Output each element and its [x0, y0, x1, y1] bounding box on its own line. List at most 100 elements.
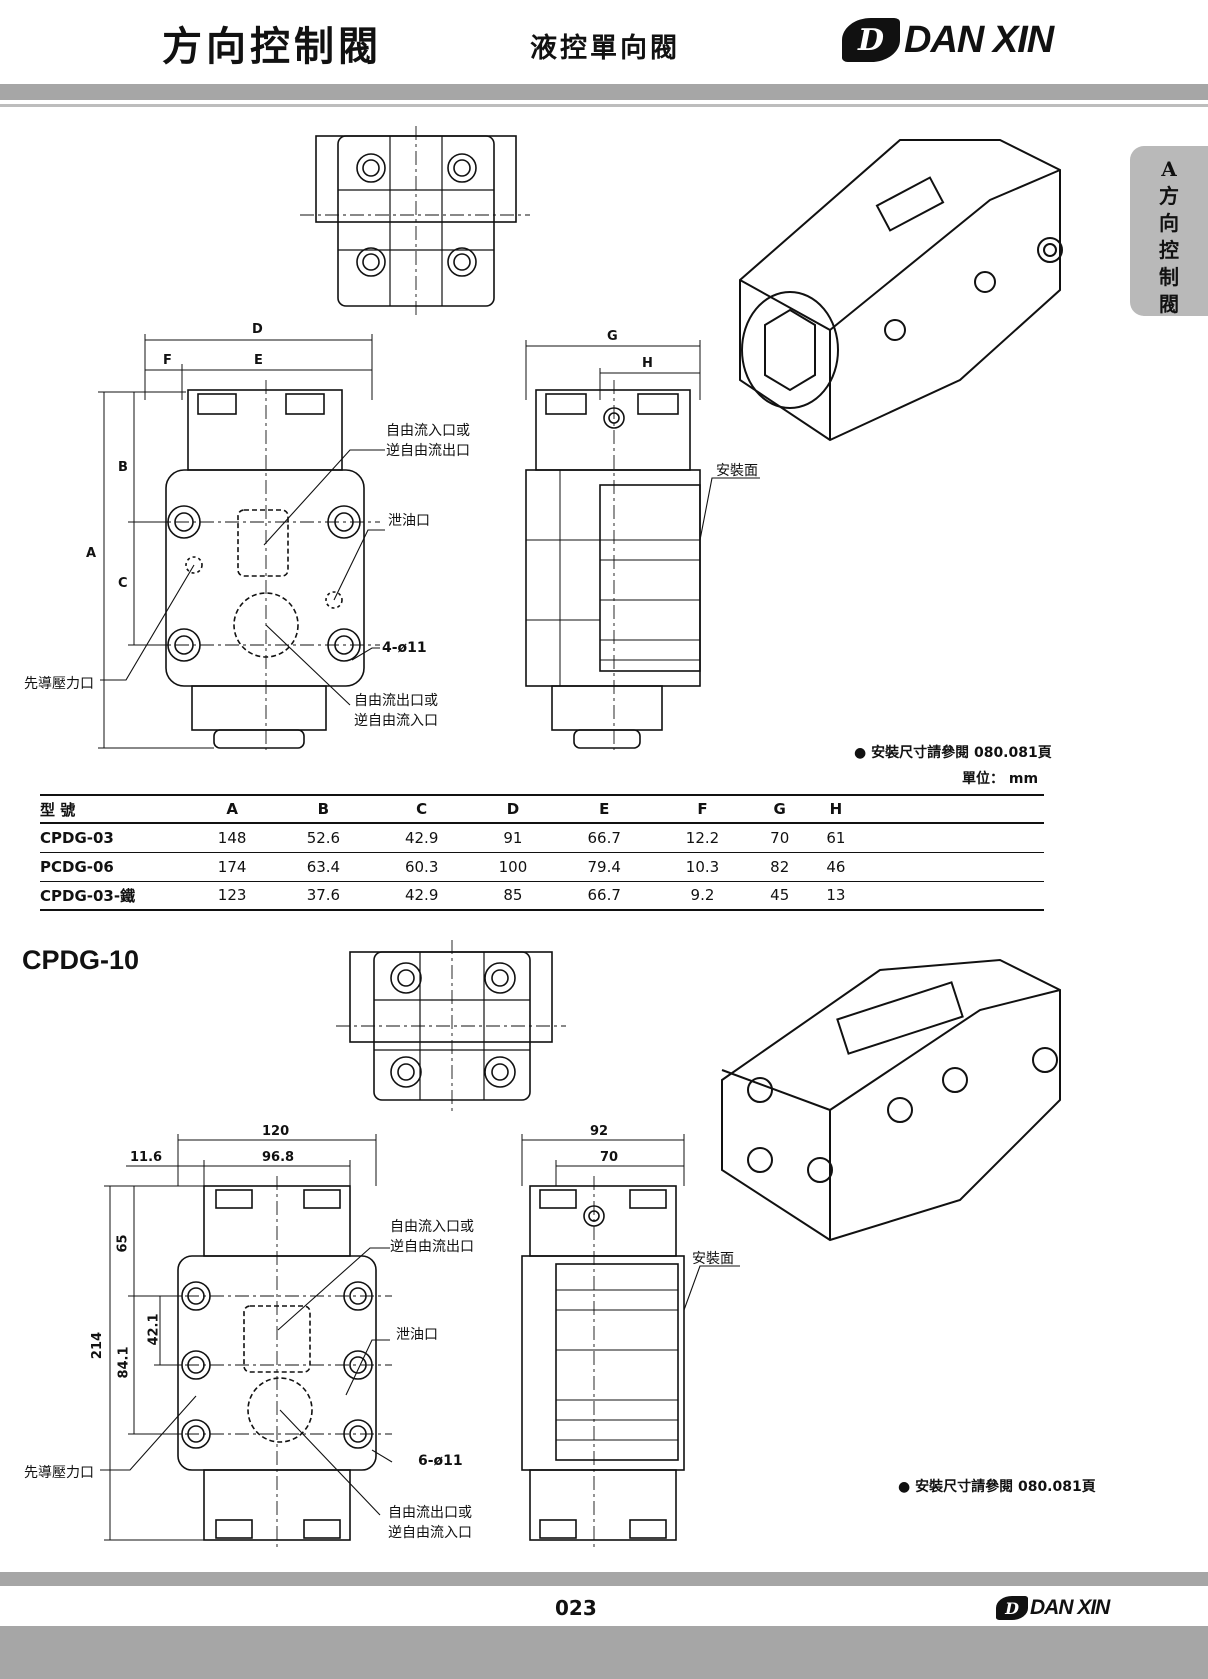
page-number: 023: [555, 1596, 597, 1620]
dim-label-width-offset: 11.6: [130, 1150, 163, 1165]
dim-label-f: F: [163, 353, 172, 368]
cell: 37.6: [274, 881, 373, 911]
callout-mount-face: 安裝面: [716, 463, 758, 479]
cell: 79.4: [555, 852, 654, 882]
col-header: G: [751, 794, 808, 824]
bottom-front-leaders: [100, 1247, 393, 1516]
bottom-front-view: [160, 1176, 392, 1548]
dim-label-d: D: [252, 322, 263, 337]
callout-inlet-1: 自由流入口或: [386, 423, 470, 439]
col-header: B: [274, 794, 373, 824]
table-header-row: 型 號 A B C D E F G H: [40, 794, 1044, 824]
cell-spacer: [864, 852, 1044, 882]
cell: 66.7: [555, 823, 654, 853]
footer-logo: D DAN XIN: [996, 1596, 1110, 1620]
bottom-side-dimensions: [521, 1134, 740, 1311]
dim-label-h: H: [642, 356, 653, 371]
cell: 42.9: [372, 823, 471, 853]
cell: 10.3: [653, 852, 752, 882]
footer-bottom-band: [0, 1626, 1208, 1679]
bottom-front-dimensions: [104, 1134, 377, 1541]
cell: PCDG-06: [40, 852, 190, 882]
col-header: C: [372, 794, 471, 824]
cell: 52.6: [274, 823, 373, 853]
cell: 66.7: [555, 881, 654, 911]
dim-label-height-mid: 84.1: [116, 1346, 132, 1379]
callout-drain: 泄油口: [396, 1327, 438, 1343]
cell: 91: [470, 823, 556, 853]
unit-note: 單位： mm: [962, 771, 1039, 787]
callout-inlet-1: 自由流入口或: [390, 1219, 474, 1235]
table-row: PCDG-06 174 63.4 60.3 100 79.4 10.3 82 4…: [40, 852, 1044, 882]
cell: 46: [807, 852, 864, 882]
bottom-top-plan-view: [336, 940, 566, 1112]
table-row: CPDG-03-鐵 123 37.6 42.9 85 66.7 9.2 45 1…: [40, 881, 1044, 911]
tab-char: 閥: [1159, 292, 1179, 316]
install-note: ● 安裝尺寸請參閱 080.081頁: [898, 1479, 1096, 1495]
dim-label-width-inner: 96.8: [262, 1150, 295, 1165]
cell: 9.2: [653, 881, 752, 911]
callout-pilot: 先導壓力口: [24, 676, 94, 692]
tab-char: 制: [1159, 265, 1179, 289]
callout-outlet-1: 自由流出口或: [388, 1505, 472, 1521]
callout-outlet-2: 逆自由流入口: [388, 1525, 472, 1541]
cell: 63.4: [274, 852, 373, 882]
brand-logo: D DAN XIN: [842, 18, 1054, 62]
logo-text: DAN XIN: [904, 18, 1054, 61]
cell: 13: [807, 881, 864, 911]
cell: 85: [470, 881, 556, 911]
col-header: H: [807, 794, 864, 824]
cell: 60.3: [372, 852, 471, 882]
spec-table: 型 號 A B C D E F G H CPDG-03 148 52.6 42.…: [40, 794, 1044, 911]
dim-label-side-inner: 70: [600, 1150, 619, 1165]
tab-char: 控: [1159, 238, 1179, 262]
col-header: F: [653, 794, 752, 824]
callout-drain: 泄油口: [388, 513, 430, 529]
isometric-view: [739, 139, 1063, 442]
cell-spacer: [864, 823, 1044, 853]
bottom-isometric-view: [721, 958, 1061, 1242]
table-row: CPDG-03 148 52.6 42.9 91 66.7 12.2 70 61: [40, 823, 1044, 853]
tab-char: A: [1161, 157, 1177, 181]
cell: 70: [751, 823, 808, 853]
header-band: [0, 84, 1208, 100]
cell: CPDG-03-鐵: [40, 881, 190, 911]
footer-band: [0, 1572, 1208, 1586]
callout-inlet-2: 逆自由流出口: [386, 443, 470, 459]
col-header: 型 號: [40, 794, 190, 824]
logo-text: DAN XIN: [1030, 1596, 1110, 1619]
model-heading: CPDG-10: [22, 945, 140, 975]
col-header: D: [470, 794, 556, 824]
logo-mark: D: [842, 18, 900, 62]
cell: 82: [751, 852, 808, 882]
dim-label-a: A: [86, 546, 97, 561]
side-dimensions: [525, 340, 760, 541]
dim-label-height-top: 65: [115, 1234, 131, 1253]
dim-label-width-total: 120: [262, 1124, 290, 1139]
cell-spacer: [864, 881, 1044, 911]
front-leaders: [100, 449, 385, 706]
cell: CPDG-03: [40, 823, 190, 853]
logo-mark: D: [996, 1596, 1028, 1620]
tab-char: 方: [1159, 184, 1179, 208]
cell: 100: [470, 852, 556, 882]
callout-pilot: 先導壓力口: [24, 1465, 94, 1481]
cell: 174: [190, 852, 275, 882]
callout-holes: 6-ø11: [418, 1453, 463, 1469]
dim-label-e: E: [254, 353, 263, 368]
col-header: A: [190, 794, 275, 824]
page-subtitle: 液控單向閥: [530, 33, 680, 64]
front-dimensions: [98, 334, 373, 749]
cell: 148: [190, 823, 275, 853]
header-rule: [0, 104, 1208, 107]
callout-holes: 4-ø11: [382, 640, 427, 656]
callout-outlet-1: 自由流出口或: [354, 693, 438, 709]
dim-label-side-total: 92: [590, 1124, 609, 1139]
top-plan-view: [300, 126, 530, 316]
dim-label-b: B: [118, 460, 128, 475]
bottom-side-view: [521, 1176, 685, 1548]
callout-inlet-2: 逆自由流出口: [390, 1239, 474, 1255]
dim-label-g: G: [607, 329, 618, 344]
callout-mount-face: 安裝面: [692, 1251, 734, 1267]
